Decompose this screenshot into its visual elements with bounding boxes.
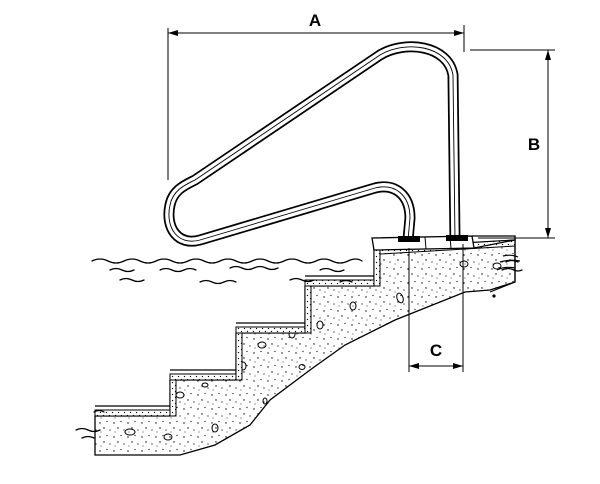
handrail — [163, 41, 468, 247]
dimension-lines — [167, 25, 555, 372]
dimension-label-c: C — [430, 341, 442, 360]
left-flange — [398, 236, 420, 242]
pebbles — [124, 260, 502, 441]
stair-concrete — [94, 239, 516, 456]
water-surface — [75, 258, 523, 439]
dimension-label-a: A — [309, 11, 321, 30]
right-flange — [446, 235, 468, 241]
dimension-label-b: B — [528, 135, 540, 154]
